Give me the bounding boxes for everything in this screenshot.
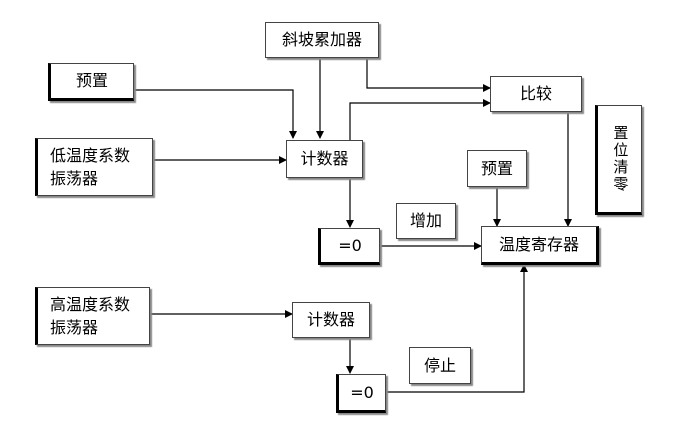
counter-bottom-label: 计数器 <box>306 310 355 330</box>
temp-register-block: 温度寄存器 <box>481 226 599 265</box>
slope-accumulator-label: 斜坡累加器 <box>281 30 362 50</box>
slope-accumulator-block: 斜坡累加器 <box>265 22 379 58</box>
zero-top-label: =0 <box>338 235 362 255</box>
compare-label: 比较 <box>519 84 552 104</box>
counter-top-label: 计数器 <box>300 149 349 169</box>
stop-label: 停止 <box>423 355 456 375</box>
low-temp-oscillator-line2: 振荡器 <box>50 169 99 188</box>
counter-top-block: 计数器 <box>286 140 363 178</box>
high-temp-oscillator-line2: 振荡器 <box>50 318 99 337</box>
compare-block: 比较 <box>490 76 582 112</box>
arrow-accumulator-to-compare <box>366 57 491 92</box>
preset-right-block: 预置 <box>467 150 527 187</box>
zero-bottom-block: =0 <box>336 374 386 413</box>
arrow-preset-to-counter <box>135 89 297 139</box>
preset-left-label: 预置 <box>75 71 108 91</box>
zero-top-block: =0 <box>318 228 380 265</box>
zero-bottom-label: =0 <box>350 382 374 402</box>
preset-right-label: 预置 <box>480 158 513 178</box>
counter-bottom-block: 计数器 <box>292 302 370 338</box>
clear-block: 置位清零 <box>595 105 642 215</box>
arrow-counter-to-compare <box>349 99 491 140</box>
high-temp-oscillator-block: 高温度系数 振荡器 <box>35 287 150 345</box>
clear-label: 置位清零 <box>611 125 630 193</box>
arrow-zero-bottom-to-register <box>386 264 528 393</box>
increase-label: 增加 <box>409 211 442 231</box>
high-temp-oscillator-line1: 高温度系数 <box>50 294 131 314</box>
low-temp-oscillator-line1: 低温度系数 <box>50 145 131 165</box>
preset-left-block: 预置 <box>48 63 134 101</box>
temp-register-label: 温度寄存器 <box>498 234 579 254</box>
stop-block: 停止 <box>409 347 471 384</box>
increase-block: 增加 <box>396 203 456 239</box>
low-temp-oscillator-block: 低温度系数 振荡器 <box>35 138 153 196</box>
